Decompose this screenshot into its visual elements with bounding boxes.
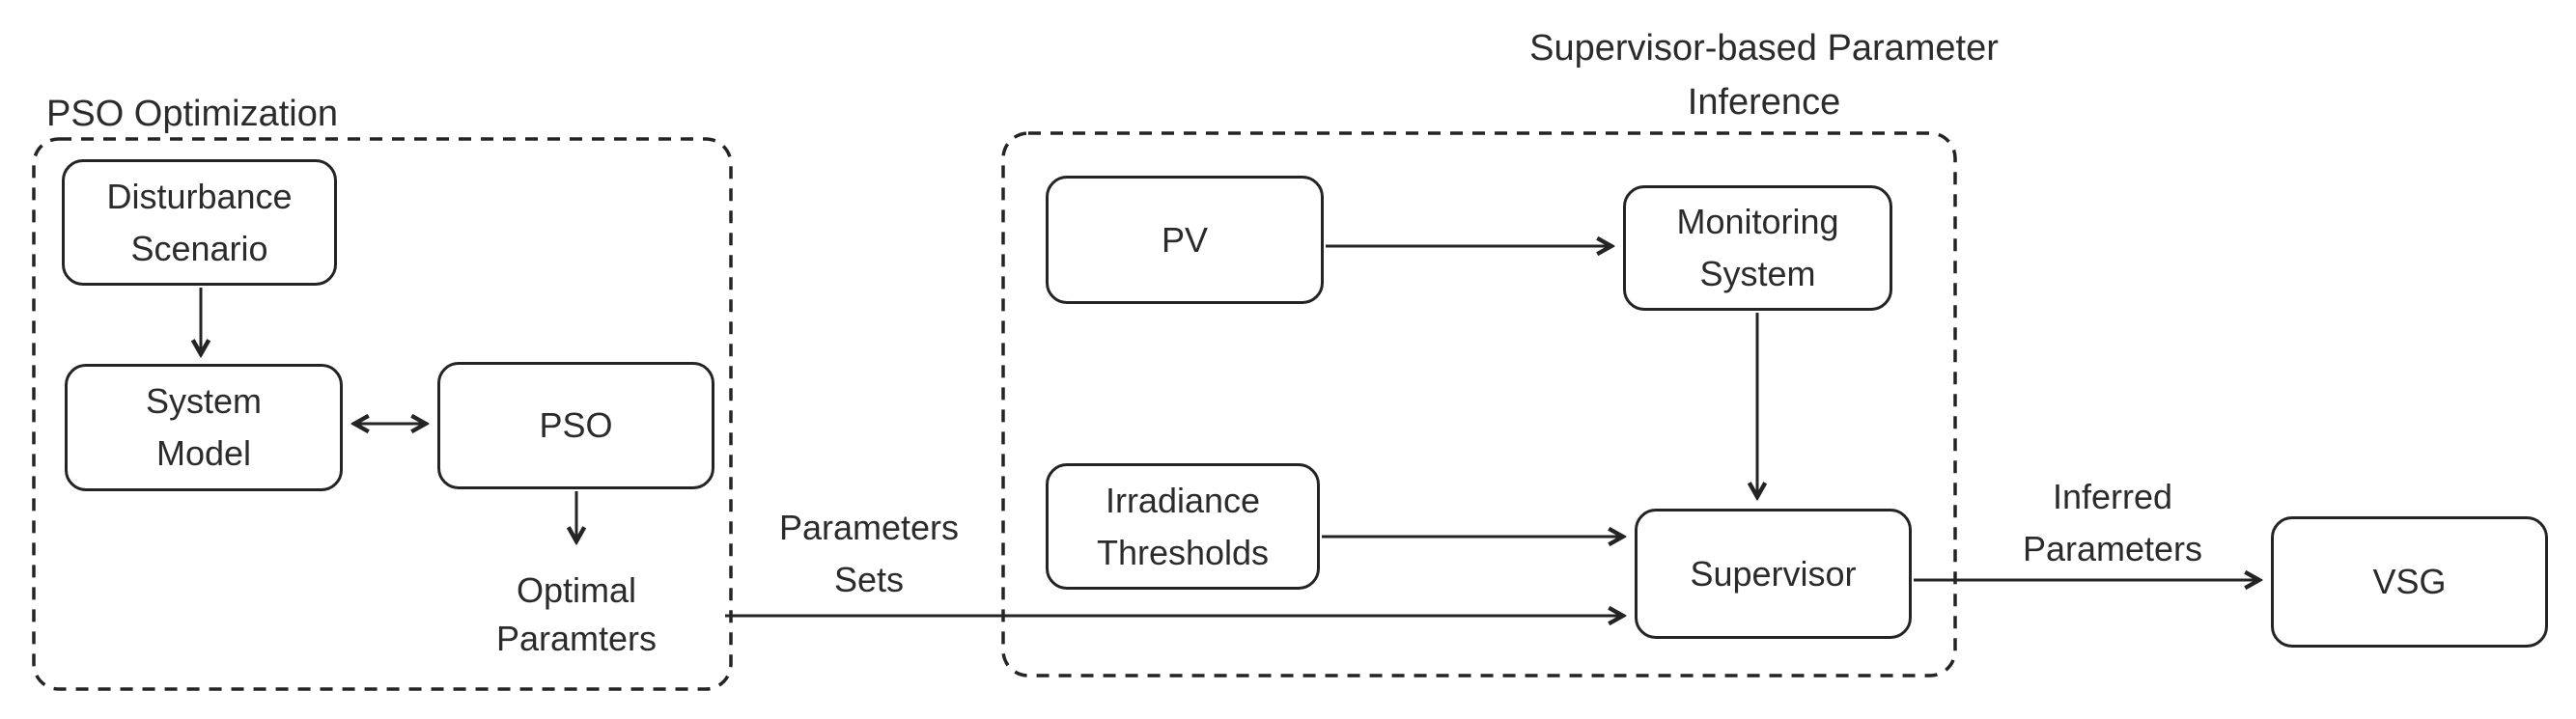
monitoring-system-label: Monitoring System — [1676, 202, 1839, 293]
system-model-label: System Model — [145, 381, 263, 473]
supervisor-label: Supervisor — [1690, 553, 1857, 594]
pso-node: PSO — [437, 362, 714, 489]
irradiance-thresholds-label: Irradiance Thresholds — [1096, 480, 1270, 572]
vsg-label: VSG — [2372, 562, 2447, 601]
supervisor-inference-group-title: Supervisor-based Parameter Inference — [1529, 28, 1999, 123]
pv-label: PV — [1161, 219, 1209, 260]
supervisor-node: Supervisor — [1635, 509, 1912, 639]
pv-node: PV — [1046, 176, 1324, 304]
supervisor-inference-group-border — [1001, 131, 1957, 678]
system-model-node: System Model — [65, 364, 343, 491]
disturbance-scenario-label: Disturbance Scenario — [106, 176, 293, 268]
pso-label: PSO — [539, 405, 613, 445]
pso-optimization-group-title: PSO Optimization — [46, 94, 338, 134]
pso-optimization-group-border — [32, 137, 733, 691]
vsg-node: VSG — [2271, 516, 2548, 648]
monitoring-system-node: Monitoring System — [1623, 185, 1892, 311]
irradiance-thresholds-node: Irradiance Thresholds — [1046, 463, 1320, 590]
optimal-paramters-label: Optimal Paramters — [495, 570, 658, 658]
disturbance-scenario-node: Disturbance Scenario — [62, 159, 337, 286]
inferred-parameters-label: Inferred Parameters — [2022, 477, 2203, 568]
parameters-sets-label: Parameters Sets — [778, 508, 960, 599]
